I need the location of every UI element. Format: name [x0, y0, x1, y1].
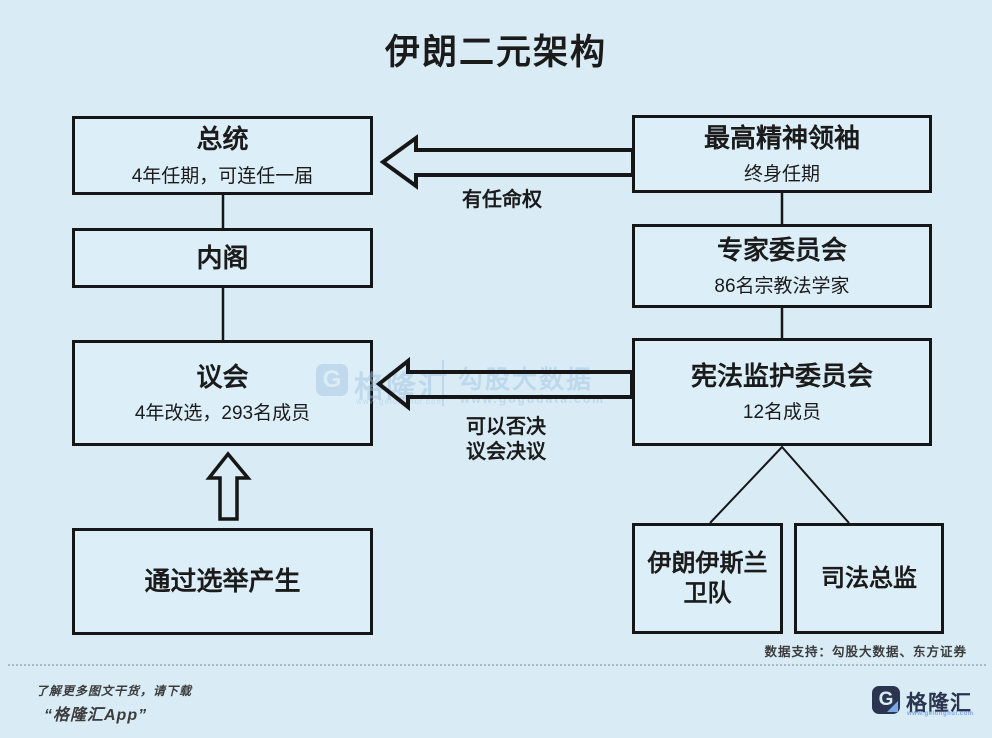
gelonghui-logo-brand: 格隆汇: [906, 692, 972, 715]
footer-promo-line1: 了解更多图文干货，请下载: [36, 684, 193, 698]
box-supreme-leader-title: 最高精神领袖: [703, 122, 860, 153]
center-watermark: G 格隆汇 www.gelonghui.com 勾股大数据 www.goguda…: [300, 350, 620, 412]
box-judiciary: 司法总监: [794, 523, 944, 634]
gelonghui-logo-triangle-icon: [887, 701, 898, 712]
appointment-arrow-label: 有任命权: [462, 189, 542, 211]
watermark-partner: 勾股大数据: [458, 366, 594, 394]
box-guardian-council: 宪法监护委员会 12名成员: [632, 338, 932, 446]
veto-arrow-label-line1: 可以否决: [466, 416, 546, 438]
data-support-note: 数据支持：勾股大数据、东方证券: [764, 645, 967, 659]
appointment-arrow-icon: [379, 134, 635, 190]
box-cabinet-title: 内阁: [196, 242, 249, 273]
box-judiciary-title: 司法总监: [821, 564, 917, 592]
connector-guardian-fork: [709, 445, 850, 524]
box-election: 通过选举产生: [72, 528, 373, 635]
gelonghui-logo: G 格隆汇 www.gelonghui.com: [872, 686, 982, 720]
footer-divider: [8, 664, 986, 666]
box-parliament-title: 议会: [196, 361, 249, 392]
veto-arrow-label: 可以否决 议会决议: [441, 415, 571, 465]
footer-promo-line2: “格隆汇App”: [44, 707, 148, 724]
page-title: 伊朗二元架构: [384, 33, 607, 72]
box-cabinet: 内阁: [72, 228, 373, 288]
box-guardian-council-subtitle: 12名成员: [742, 402, 822, 424]
watermark-brand-url: www.gelonghui.com: [356, 397, 445, 406]
box-parliament-subtitle: 4年改选，293名成员: [134, 403, 311, 425]
box-experts-assembly: 专家委员会 86名宗教法学家: [632, 224, 932, 308]
box-election-title: 通过选举产生: [144, 566, 301, 597]
box-president-subtitle: 4年任期，可连任一届: [131, 165, 314, 187]
box-president: 总统 4年任期，可连任一届: [72, 116, 373, 195]
box-experts-assembly-subtitle: 86名宗教法学家: [714, 276, 850, 298]
gelonghui-logo-url: www.gelonghui.com: [907, 711, 974, 717]
watermark-divider: [442, 360, 444, 406]
box-supreme-leader: 最高精神领袖 终身任期: [632, 115, 932, 193]
gelonghui-logo-icon: G: [872, 686, 900, 714]
election-up-arrow-icon: [205, 451, 252, 521]
gelonghui-watermark-logo-icon: G: [316, 364, 348, 396]
veto-arrow-label-line2: 议会决议: [466, 441, 546, 463]
watermark-partner-url: www.gogudata.com: [460, 392, 605, 406]
box-supreme-leader-subtitle: 终身任期: [743, 164, 820, 186]
box-guardian-council-title: 宪法监护委员会: [690, 360, 873, 391]
box-experts-assembly-title: 专家委员会: [716, 234, 847, 265]
box-irgc-title: 伊朗伊斯兰卫队: [647, 549, 768, 607]
box-president-title: 总统: [196, 124, 249, 155]
box-irgc: 伊朗伊斯兰卫队: [632, 523, 783, 634]
